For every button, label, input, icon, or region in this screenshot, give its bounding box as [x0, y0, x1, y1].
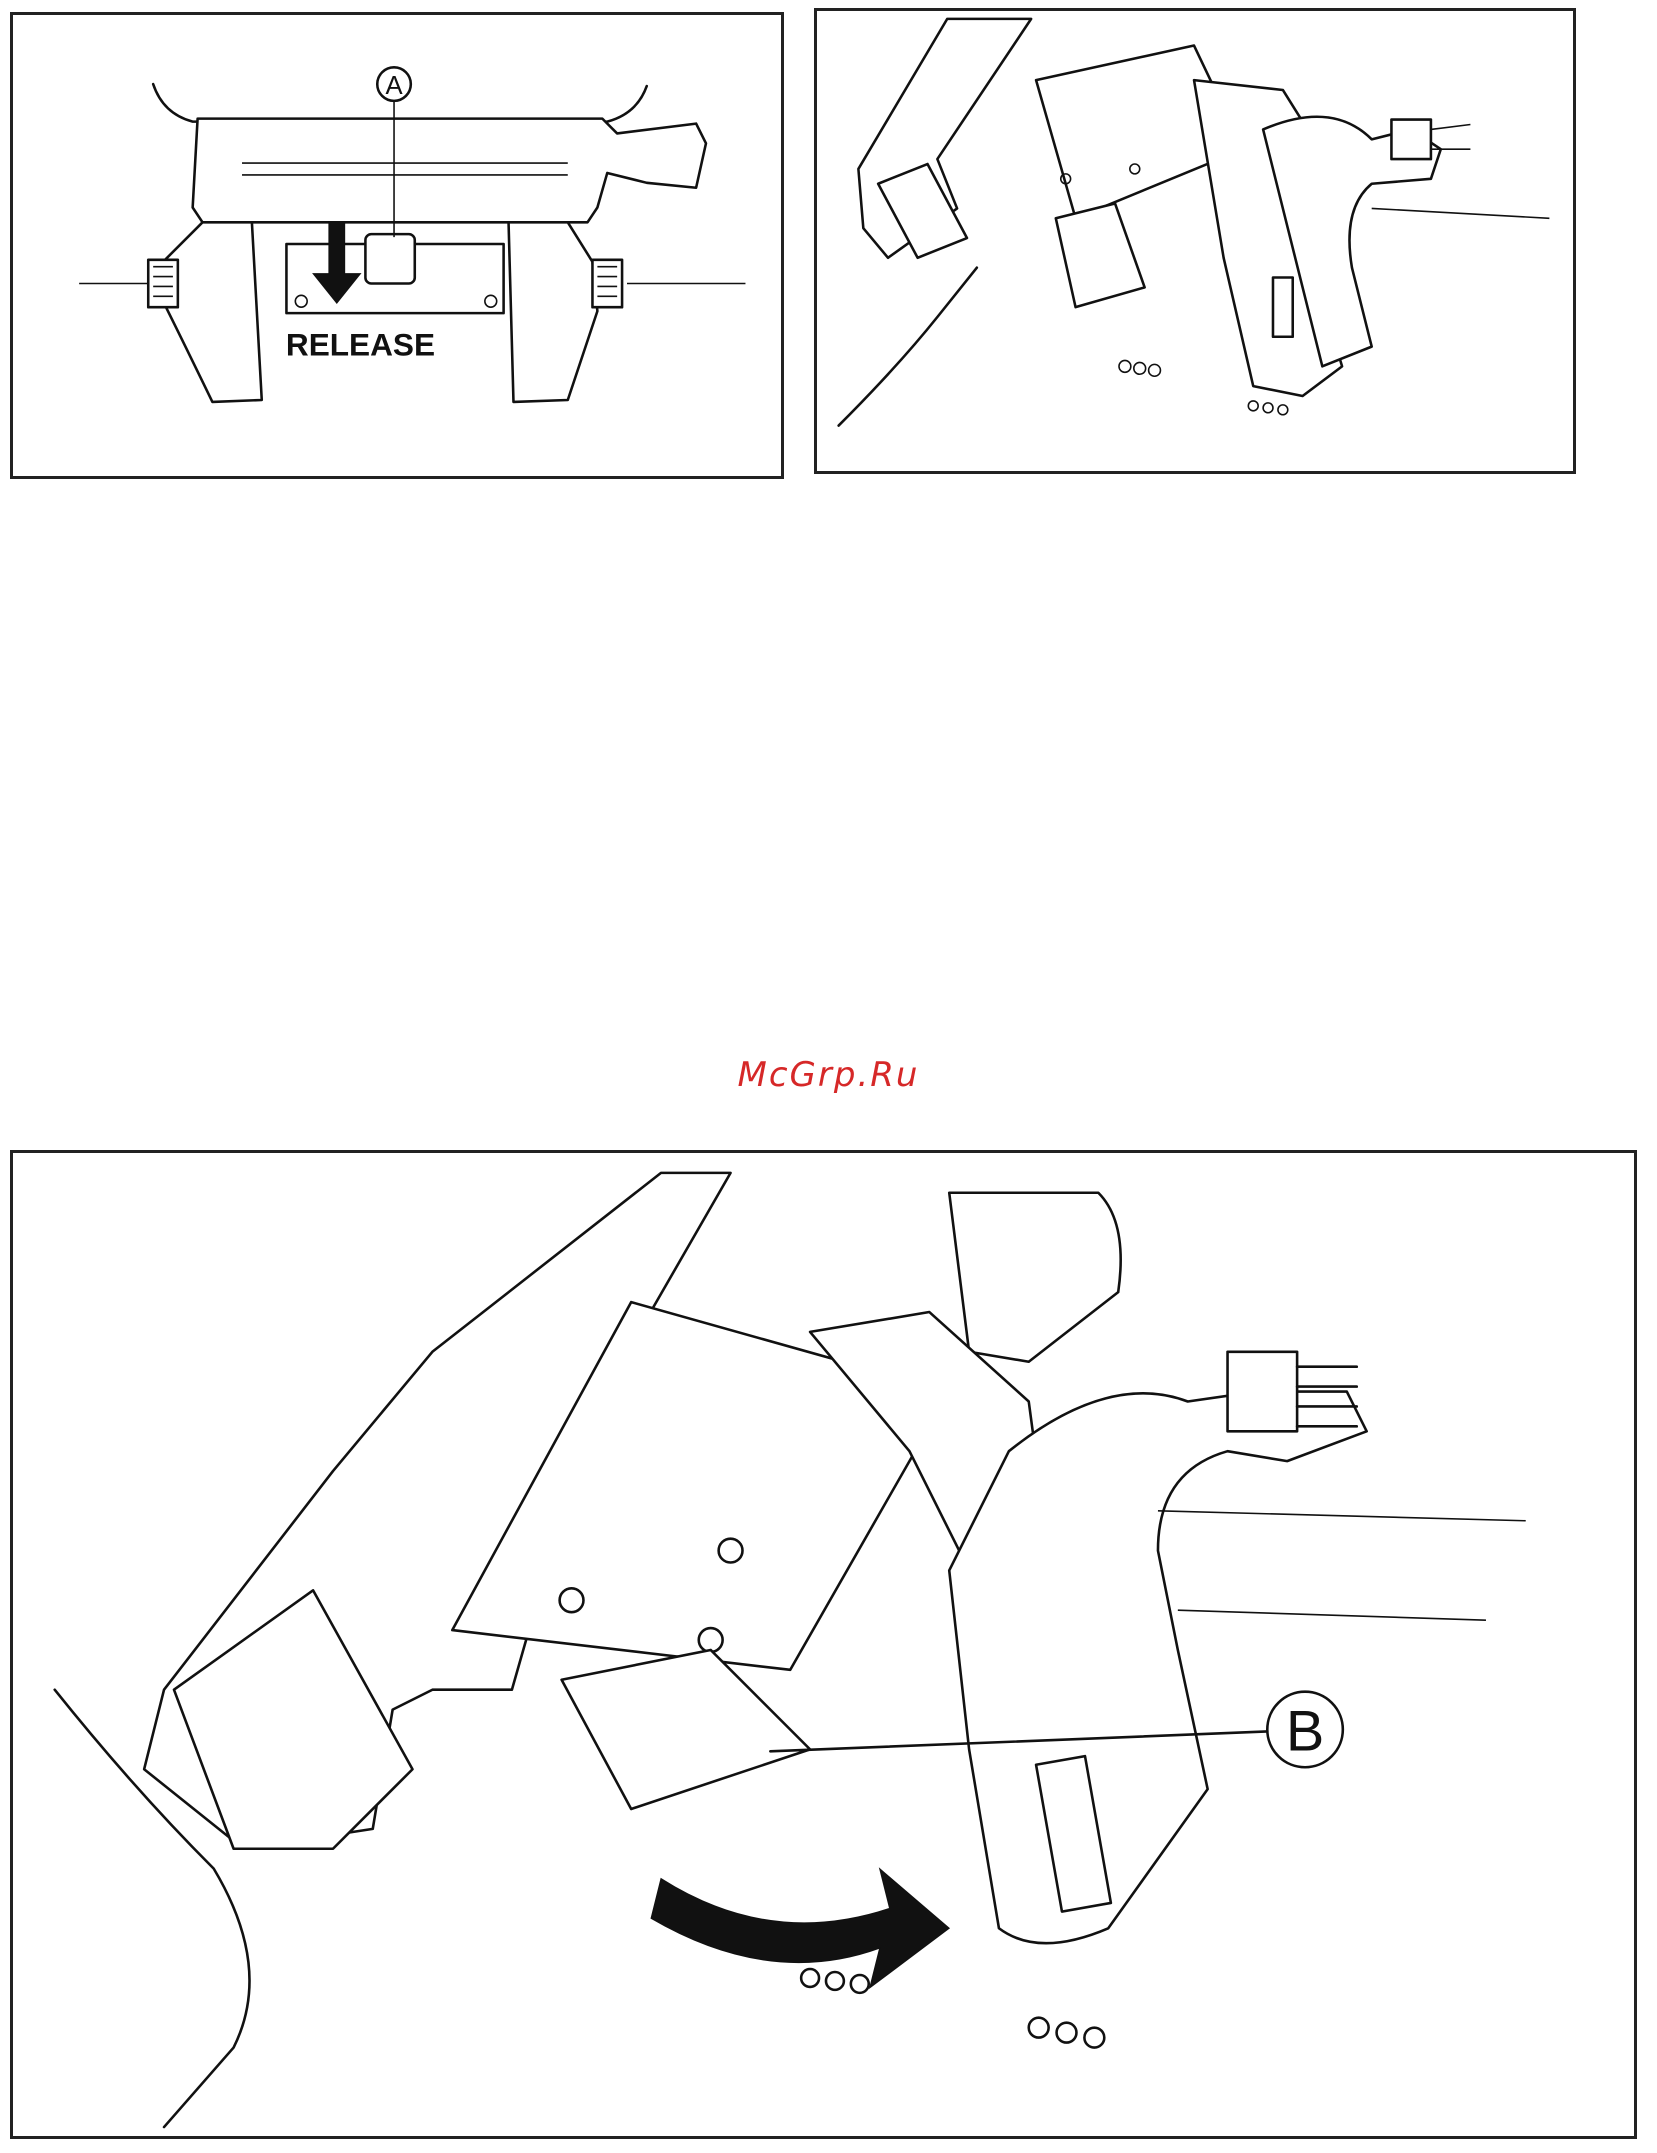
through-bolt-nut	[1391, 120, 1430, 159]
tilt-tube	[1372, 208, 1550, 218]
hole-5	[1263, 403, 1273, 413]
tilt-support-illustration-large: B	[13, 1153, 1634, 2136]
callout-a-label: A	[385, 72, 403, 100]
hole-3	[1084, 2028, 1104, 2048]
hole-5	[826, 1972, 844, 1990]
release-lever-illustration: A RELEASE	[13, 15, 781, 476]
tilt-tube-bottom	[1178, 1610, 1486, 1620]
hole-3	[1149, 364, 1161, 376]
tilt-support-figure-large: B	[10, 1150, 1637, 2139]
tilt-support-lever	[562, 1650, 810, 1809]
upper-arm	[949, 1193, 1120, 1362]
tilt-support-figure-small	[814, 8, 1576, 474]
release-lever-knob	[365, 234, 414, 283]
hole-4	[801, 1969, 819, 1987]
hole-1	[1119, 360, 1131, 372]
tilt-support-illustration-small	[817, 11, 1573, 471]
right-bracket	[509, 222, 598, 402]
hole-2	[1057, 2023, 1077, 2043]
hole-6	[851, 1975, 869, 1993]
watermark: McGrp.Ru	[0, 1055, 1657, 1095]
through-bolt-nut	[1228, 1352, 1298, 1432]
release-label: RELEASE	[286, 327, 435, 363]
label-plate	[1273, 278, 1293, 337]
hull-edge	[839, 268, 977, 426]
release-lever-figure: A RELEASE	[10, 12, 784, 479]
tilt-support-lever	[1056, 203, 1145, 307]
rotate-arrow-icon	[651, 1869, 949, 1988]
tilt-tube-top	[1158, 1511, 1526, 1521]
hole-6	[1278, 405, 1288, 415]
clamp-bracket	[949, 1392, 1366, 1944]
callout-b-label: B	[1286, 1699, 1324, 1763]
hole-2	[1134, 362, 1146, 374]
hole-1	[1029, 2018, 1049, 2038]
cowling-body	[193, 119, 706, 223]
hole-4	[1248, 401, 1258, 411]
left-bracket	[163, 222, 262, 402]
